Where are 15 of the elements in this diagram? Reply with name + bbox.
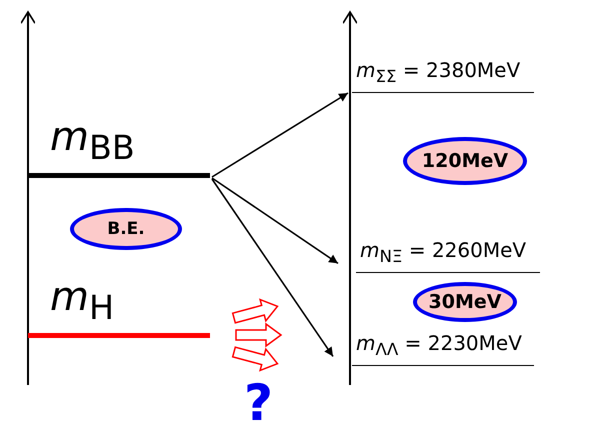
arrow (212, 92, 348, 178)
hollow-arrow (235, 322, 282, 348)
question-mark: ? (244, 378, 274, 428)
energy-gap-ellipse: 120MeV (403, 137, 527, 185)
energy-gap-ellipse: B.E. (70, 208, 182, 250)
hollow-arrow (232, 298, 279, 324)
energy-gap-ellipse: 30MeV (413, 282, 517, 322)
level-label: m$_{H}$ (50, 274, 114, 327)
level-label: m$_{ΛΛ}$ = 2230MeV (356, 331, 522, 359)
level-label: m$_{ΣΣ}$ = 2380MeV (356, 58, 520, 86)
arrow (211, 178, 334, 357)
hollow-arrow (232, 346, 279, 372)
arrow (212, 177, 338, 264)
level-label: m$_{BB}$ (50, 114, 135, 167)
level-label: m$_{NΞ}$ = 2260MeV (360, 238, 526, 266)
